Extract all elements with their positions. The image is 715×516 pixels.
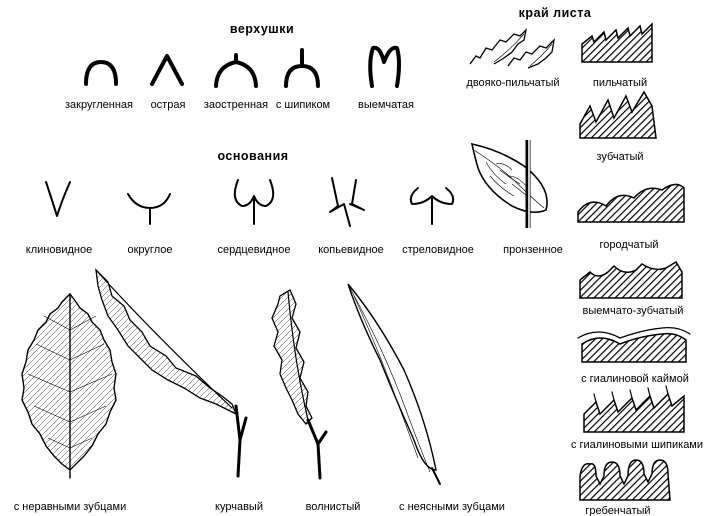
leaf-unequal-teeth [22,294,116,478]
tips-heading: верхушки [230,22,294,36]
margin-sinuate-dentate [580,262,682,298]
tip-emarginate [370,48,399,86]
margin-serrate [582,24,652,62]
bases-heading: основания [217,149,288,163]
tip-acuminate [216,55,256,86]
base-label-perfoliate: пронзенное [503,244,563,256]
margin-hyaline-border [578,328,690,362]
margin-label-double-serrate: двояко-пильчатый [466,77,559,89]
base-rounded [128,194,170,224]
base-label-sagittate: стреловидное [402,244,474,256]
leaf-label-obscure-teeth: с неясными зубцами [399,501,505,513]
base-perfoliate [472,140,547,228]
leaf-label-crispate: курчавый [215,501,263,513]
tip-mucronate [286,50,318,86]
margin-label-serrate: пильчатый [593,77,647,89]
base-cordate [235,180,273,224]
margin-label-dentate: зубчатый [596,151,643,163]
leaf-obscure-teeth [348,284,440,484]
base-cuneate [46,182,70,216]
tip-label-rounded: закругленная [65,99,133,111]
leaf-label-undulate: волнистый [306,501,361,513]
base-sagittate [411,188,453,224]
margin-label-hyaline-border: с гиалиновой каймой [581,373,689,385]
tip-rounded [86,62,116,84]
margin-double-serrate [470,30,554,68]
base-label-rounded: округлое [128,244,173,256]
margin-label-sinuate-dentate: выемчато-зубчатый [583,305,684,317]
tip-label-emarginate: выемчатая [358,99,414,111]
margin-label-pectinate: гребенчатый [585,505,650,516]
tip-label-acute: острая [151,99,186,111]
leaf-undulate [272,290,326,478]
base-label-hastate: копьевидное [318,244,384,256]
margin-crenate [578,184,684,222]
tip-acute [152,56,182,84]
margin-hyaline-spines [584,386,684,432]
leaf-crispate [96,270,246,476]
margin-heading: край листа [519,6,592,20]
base-hastate [330,178,364,226]
tip-label-acuminate: заостренная [204,99,268,111]
base-label-cordate: сердцевидное [218,244,291,256]
margin-label-crenate: городчатый [600,239,659,251]
margin-label-hyaline-spines: с гиалиновыми шипиками [571,439,703,451]
base-label-cuneate: клиновидное [26,244,92,256]
margin-pectinate [580,460,670,500]
leaf-label-unequal-teeth: с неравными зубцами [14,501,127,513]
tip-label-mucronate: с шипиком [276,99,330,111]
margin-dentate [580,92,656,138]
